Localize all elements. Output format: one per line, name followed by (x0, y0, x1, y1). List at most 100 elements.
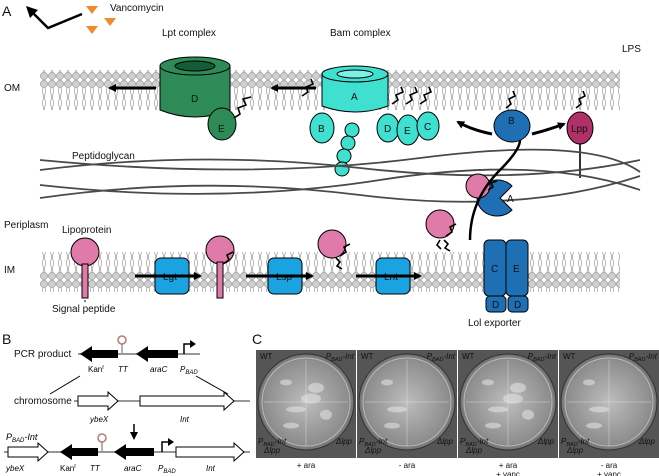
colony-streak (503, 393, 523, 404)
colony-streak (381, 379, 393, 386)
pbad-int-dlpp-label: PBAD-Int (258, 437, 287, 448)
colony-streak (586, 422, 602, 429)
panel-b-label: B (2, 331, 11, 347)
condition-label: + ara (499, 461, 518, 470)
om-label: OM (4, 83, 20, 94)
lolB-arrow-right (531, 122, 566, 136)
dlpp-label: Δlpp (638, 437, 656, 446)
pcr-product-label: PCR product (14, 349, 71, 360)
lolC-label: C (491, 264, 498, 275)
lps-label: LPS (622, 44, 641, 55)
colony-streak (522, 409, 534, 420)
lolB-arrow-left (456, 120, 493, 136)
colony-streak (320, 409, 332, 420)
lol-exporter-label: Lol exporter (468, 318, 521, 329)
dlpp-label: Δlpp (566, 446, 584, 455)
condition-label: + ara (297, 461, 316, 470)
dlpp-label: Δlpp (263, 446, 281, 455)
dlpp-label: Δlpp (335, 437, 353, 446)
lipoprotein-label: Lipoprotein (62, 225, 111, 236)
dlpp-label: Δlpp (436, 437, 454, 446)
bamA-label: A (351, 92, 358, 103)
tt-label-2: TT (90, 464, 101, 473)
lolD2-label: D (514, 300, 521, 311)
colony-streak (283, 422, 299, 429)
bam-complex: A B D E C (301, 65, 440, 177)
pbad-label: PBAD (180, 365, 198, 376)
pbad-int-label: PBAD-Int (427, 352, 456, 363)
dlpp-label: Δlpp (465, 446, 483, 455)
wt-label: WT (361, 352, 374, 361)
lipoprotein-diacyl (205, 235, 235, 299)
bamC-label: C (424, 122, 431, 133)
lolB: B (493, 90, 531, 143)
wt-label: WT (462, 352, 475, 361)
im-label: IM (4, 265, 15, 276)
chromosome-construct (74, 390, 250, 412)
colony-streak (583, 379, 595, 386)
tt-label: TT (118, 365, 129, 374)
lptD-label: D (191, 94, 198, 105)
pbad-int-dlpp-label: PBAD-Int (359, 437, 388, 448)
construct-label: PBAD-Int (6, 432, 38, 444)
kan-label-2: Kanr (60, 464, 76, 473)
arac-label-2: araC (124, 464, 142, 473)
pbad-int-label: PBAD-Int (528, 352, 557, 363)
colony-streak (286, 406, 306, 413)
wt-label: WT (260, 352, 273, 361)
panel-c-label: C (252, 331, 262, 347)
pbad-label-2: PBAD (158, 464, 176, 475)
lipoprotein-triacyl (425, 209, 457, 252)
pcr-product-construct (78, 335, 200, 362)
lolB-label: B (508, 116, 515, 127)
condition-label-2: + vanc (496, 470, 520, 476)
int-label-2: Int (206, 464, 216, 473)
pbad-int-label: PBAD-Int (629, 352, 658, 363)
dlpp-label: Δlpp (364, 446, 382, 455)
lpp-label: Lpp (571, 124, 588, 135)
condition-label: - ara (601, 461, 618, 470)
vancomycin-icon (86, 6, 116, 34)
lolA-label: A (507, 194, 514, 205)
condition-label-2: + vanc (597, 470, 621, 476)
vancomycin-label: Vancomycin (110, 3, 164, 14)
lolD1-label: D (492, 300, 499, 311)
bam-complex-label: Bam complex (330, 28, 391, 39)
panel-a-label: A (2, 3, 12, 19)
lpt-complex: D E (159, 56, 252, 141)
lolE-label: E (513, 264, 520, 275)
int-label-1: Int (180, 415, 190, 424)
lptE-label: E (218, 124, 225, 135)
arac-label: araC (150, 365, 168, 374)
colony-streak (308, 382, 324, 393)
colony-streak (482, 379, 494, 386)
wt-label: WT (563, 352, 576, 361)
pbad-int-dlpp-label: PBAD-Int (460, 437, 489, 448)
colony-streak (510, 382, 526, 393)
vancomycin-arrow-icon (26, 6, 83, 30)
chromosome-label: chromosome (14, 396, 72, 407)
peptidoglycan-label: Peptidoglycan (72, 151, 135, 162)
bamE-label: E (404, 126, 411, 137)
periplasm-label: Periplasm (4, 220, 48, 231)
colony-streak (301, 393, 321, 404)
colony-streak (280, 379, 292, 386)
peptidoglycan (39, 148, 641, 203)
pbad-int-dlpp-label: PBAD-Int (561, 437, 590, 448)
lol-exporter: C E D D (483, 239, 529, 313)
lpp: Lpp (566, 90, 594, 178)
colony-streak (387, 406, 407, 413)
bamD-label: D (384, 124, 391, 135)
colony-streak (488, 406, 508, 413)
ybex-label-1: ybeX (89, 415, 109, 424)
bamB-label: B (318, 124, 325, 135)
colony-streak (485, 422, 501, 429)
condition-label: - ara (399, 461, 416, 470)
recombinant-construct (4, 433, 250, 463)
